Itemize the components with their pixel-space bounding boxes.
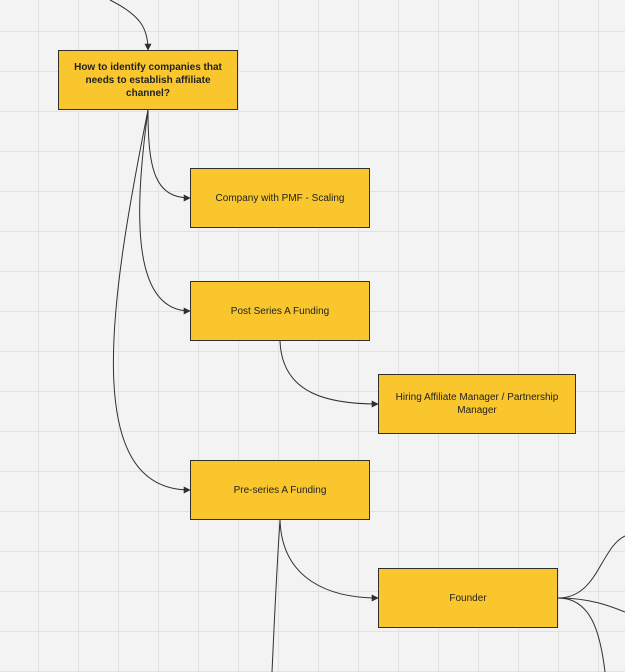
sticky-company-with-pmf-text: Company with PMF - Scaling [215,192,345,204]
sticky-post-series-a-funding[interactable]: Post Series A Funding [190,281,370,341]
sticky-hiring-affiliate-manager-text: Hiring Affiliate Manager / Partnership M… [395,392,559,416]
connector-root-to-pre-series-a[interactable] [112,109,191,494]
sticky-post-series-a-funding-text: Post Series A Funding [230,305,330,317]
connector-founder-right[interactable] [557,597,625,613]
sticky-pre-series-a-funding[interactable]: Pre-series A Funding [190,460,370,520]
sticky-founder[interactable]: Founder [378,568,558,628]
connector-root-to-pmf[interactable] [147,109,191,202]
sticky-root-question-text: How to identify companies that needs to … [74,61,222,99]
connector-founder-up-right[interactable] [557,535,625,599]
sticky-pre-series-a-funding-text: Pre-series A Funding [233,484,327,496]
connector-founder-down-right[interactable] [557,597,606,672]
sticky-founder-text: Founder [449,592,487,604]
sticky-hiring-affiliate-manager[interactable]: Hiring Affiliate Manager / Partnership M… [378,374,576,434]
sticky-root-question[interactable]: How to identify companies that needs to … [58,50,238,110]
connector-post-series-a-to-hiring[interactable] [279,340,379,408]
connector-pre-series-a-down[interactable] [271,519,281,672]
sticky-company-with-pmf[interactable]: Company with PMF - Scaling [190,168,370,228]
connector-root-to-post-series-a[interactable] [139,109,191,315]
connector-pre-series-a-to-founder[interactable] [279,519,379,602]
connector-incoming-root[interactable] [109,0,152,51]
